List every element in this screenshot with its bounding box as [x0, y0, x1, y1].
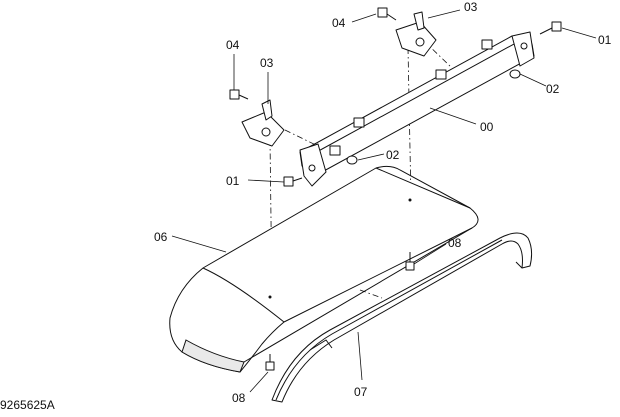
callout-03-left: 03: [260, 56, 274, 70]
callout-08-bottom: 08: [232, 391, 246, 405]
leader-lines: [171, 9, 597, 393]
bolt-08-right: [405, 252, 415, 271]
spacer-mid: [346, 155, 358, 165]
bolt-01-right: [539, 21, 562, 35]
callout-04-top: 04: [332, 16, 346, 30]
mounting-bracket: [299, 31, 535, 187]
callout-04-left: 04: [226, 38, 240, 52]
bolt-08-bottom: [265, 354, 275, 371]
seal-strip: [271, 232, 533, 403]
bolt-04-left: [229, 89, 249, 100]
callout-labels: 03 04 01 02 04 03 00 02 01 06 08 07 08: [154, 0, 612, 405]
callout-03-top: 03: [464, 0, 478, 14]
bolt-04-top: [377, 7, 397, 21]
callout-02-right: 02: [546, 82, 560, 96]
cover-panel: [169, 165, 479, 373]
bolt-01-left: [283, 176, 303, 187]
callout-02-mid: 02: [386, 148, 400, 162]
angle-bracket-left: [241, 99, 285, 147]
callout-07: 07: [354, 385, 368, 399]
callout-01-right: 01: [598, 33, 612, 47]
drawing-number: 9265625A: [0, 398, 55, 412]
callout-06: 06: [154, 230, 168, 244]
callout-08-right: 08: [448, 236, 462, 250]
callout-01-left: 01: [226, 174, 240, 188]
callout-00: 00: [480, 120, 494, 134]
angle-bracket-top: [395, 11, 437, 57]
spacer-right: [509, 69, 521, 79]
